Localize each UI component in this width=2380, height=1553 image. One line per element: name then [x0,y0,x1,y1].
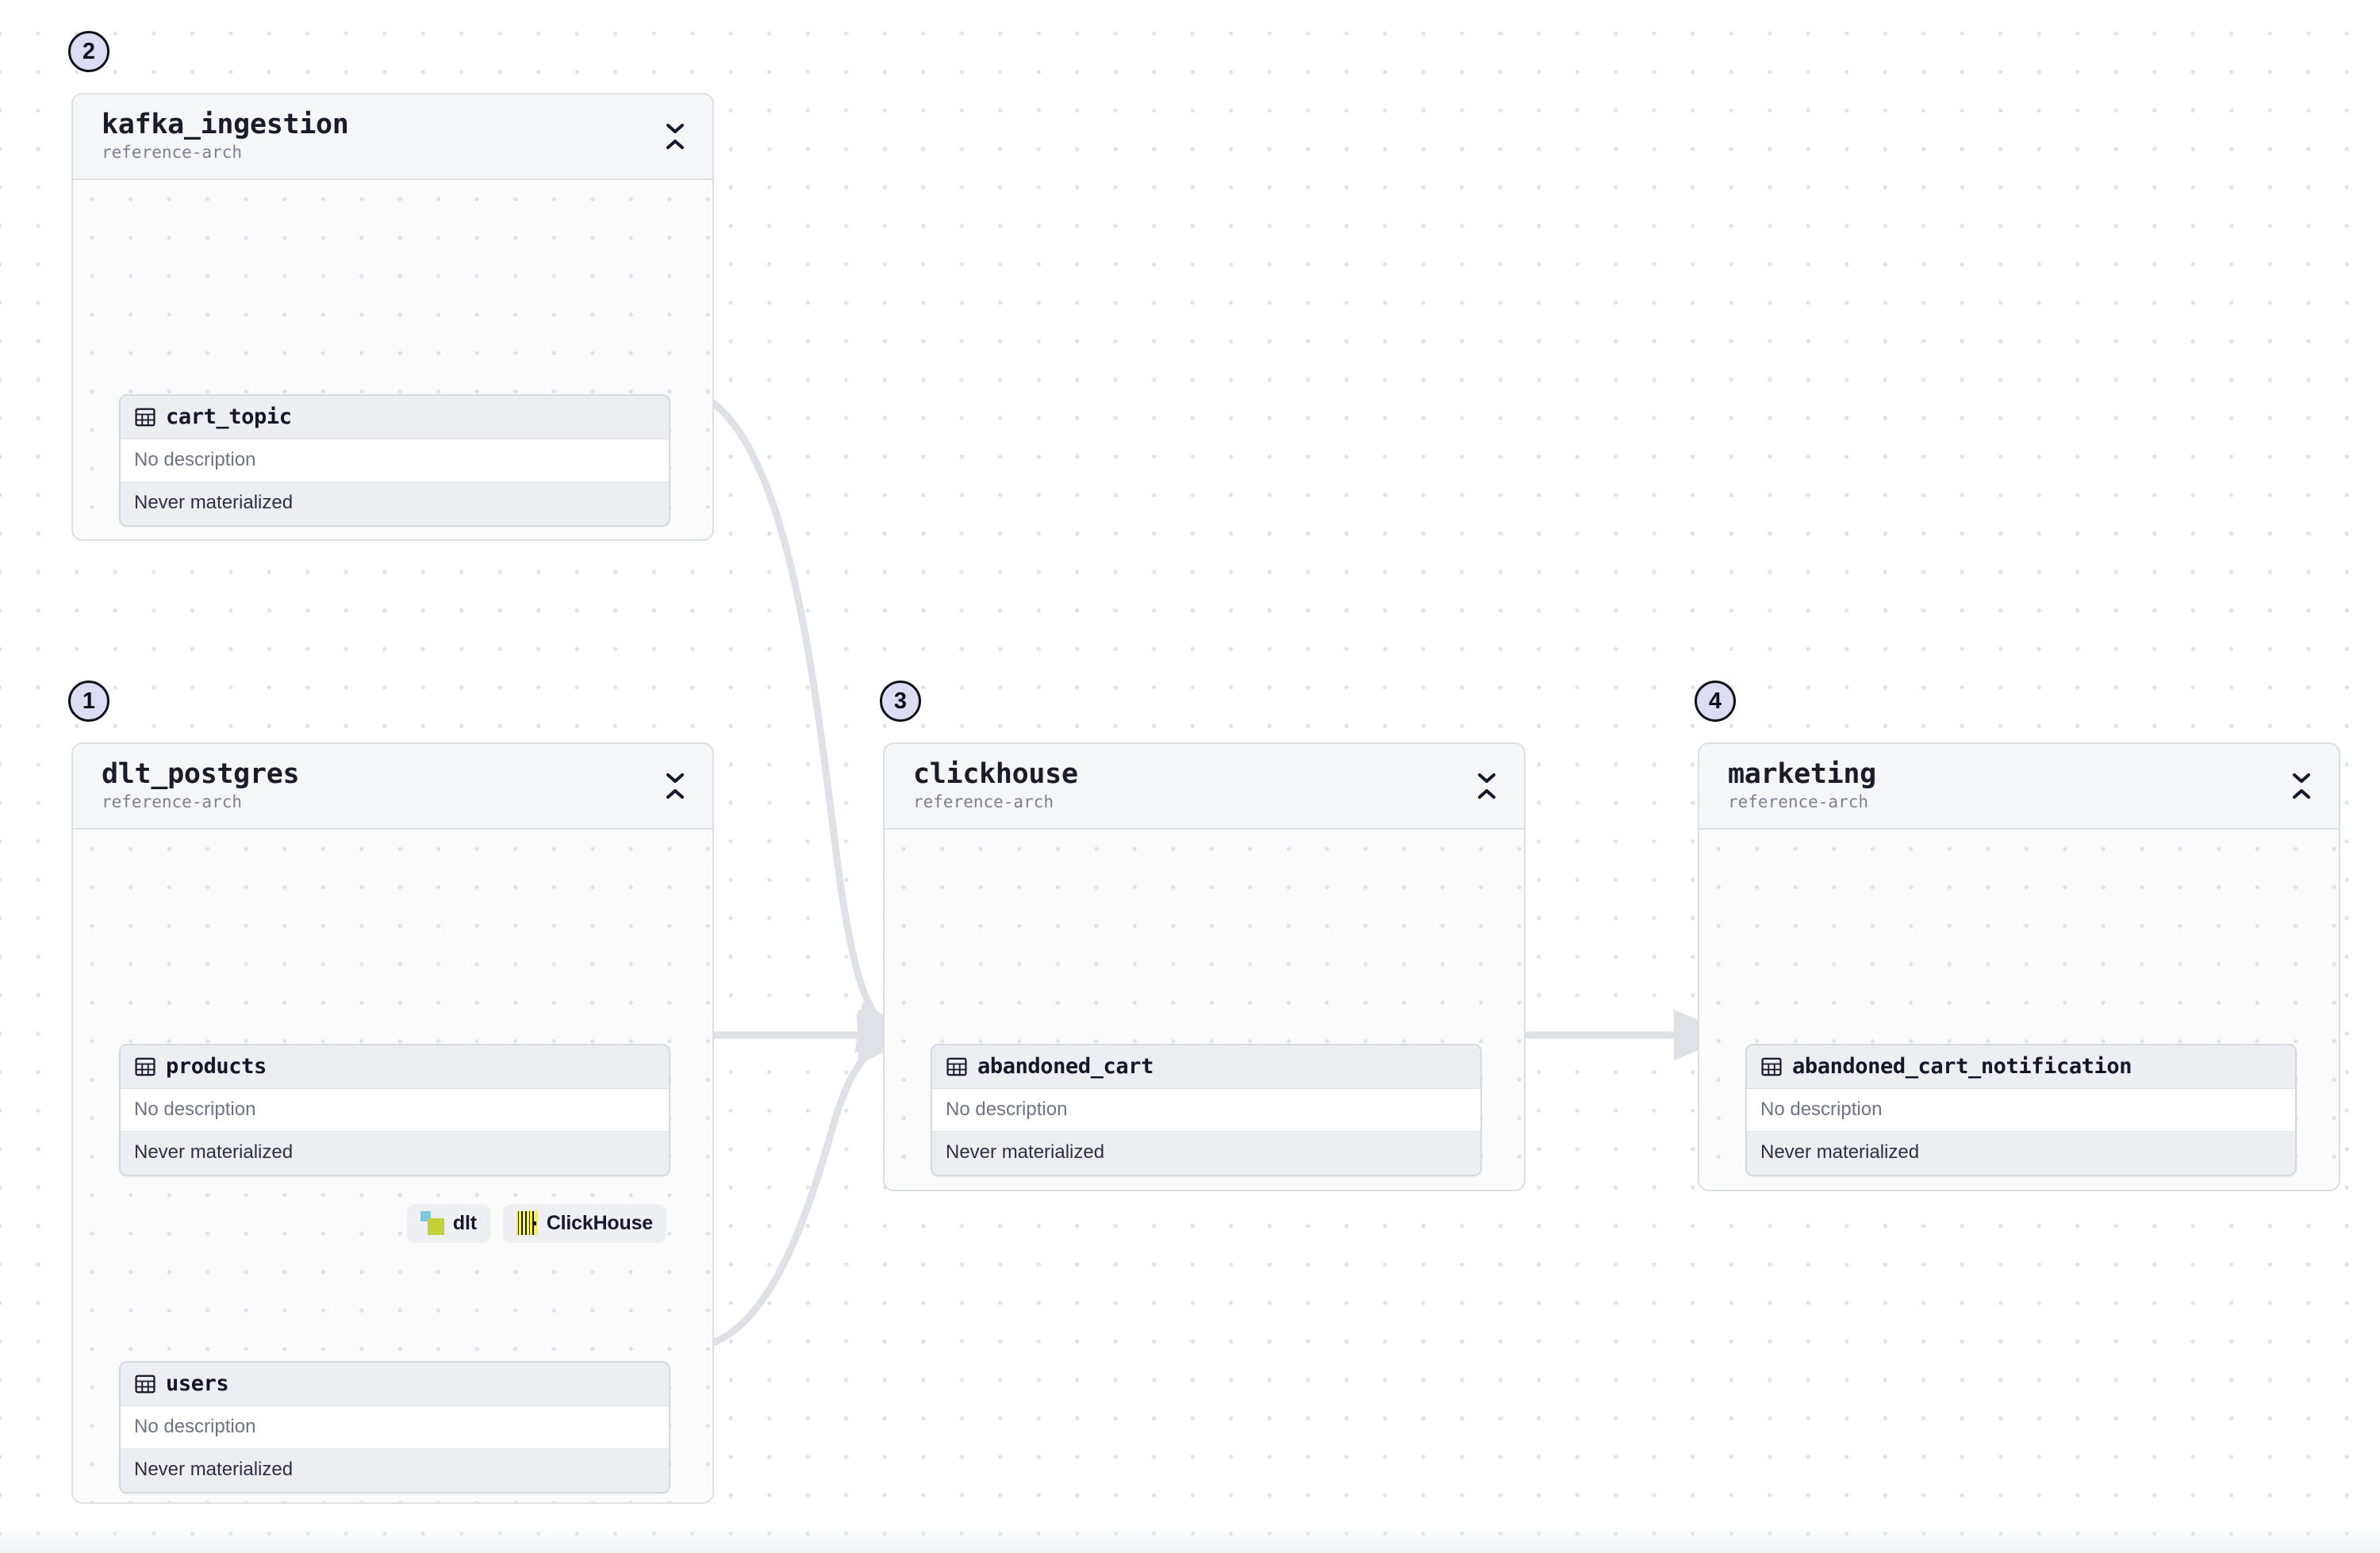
collapse-icon[interactable] [1476,773,1497,800]
table-node-materialization: Never materialized [932,1131,1480,1175]
table-node-header[interactable]: abandoned_cart [932,1045,1480,1089]
chevron-down-icon [1478,773,1495,783]
table-node-cart_topic[interactable]: cart_topic No description Never material… [119,394,670,527]
group-title-wrap: clickhouse reference-arch [913,758,1078,814]
table-node-description: No description [121,439,669,481]
table-icon [1761,1057,1782,1076]
table-icon [135,408,155,426]
table-node-abandoned_cart_notification[interactable]: abandoned_cart_notification No descripti… [1745,1044,2297,1176]
table-icon [135,1057,155,1076]
group-subtitle: reference-arch [102,143,243,163]
group-subtitle: reference-arch [913,792,1054,812]
edge-cart-topic-to-abandoned-cart [680,385,918,1053]
badge-clickhouse[interactable]: ClickHouse [502,1204,666,1243]
table-node-description: No description [121,1089,669,1131]
lineage-group-dlt_postgres[interactable]: dlt_postgres reference-arch products No [71,742,714,1504]
chevron-up-icon [666,140,684,149]
group-title: kafka_ingestion [102,109,349,141]
group-title-wrap: marketing reference-arch [1728,758,1876,814]
badge-row-products: dlt ClickHouse [406,1204,666,1243]
group-title: clickhouse [913,758,1078,791]
table-node-header[interactable]: abandoned_cart_notification [1747,1045,2295,1089]
chevron-down-icon [2293,773,2310,783]
lineage-group-marketing[interactable]: marketing reference-arch abandoned_cart_… [1698,742,2340,1191]
table-node-materialization: Never materialized [121,1448,669,1492]
badge-label: ClickHouse [546,1211,653,1234]
clickhouse-icon [516,1211,538,1235]
chevron-down-icon [666,124,684,133]
group-subtitle: reference-arch [102,792,243,812]
group-header-clickhouse[interactable]: clickhouse reference-arch [885,744,1524,830]
chevron-down-icon [666,773,684,783]
canvas-bottom-fade [0,1526,2380,1553]
table-icon [135,1375,155,1393]
step-badge-4: 4 [1695,681,1736,722]
table-node-materialization: Never materialized [1747,1131,2295,1175]
table-icon [946,1057,967,1076]
table-node-description: No description [932,1089,1480,1131]
step-badge-2: 2 [68,31,109,72]
table-node-header[interactable]: products [121,1045,669,1089]
table-node-header[interactable]: cart_topic [121,396,669,439]
dlt-icon [420,1211,444,1235]
table-node-title: products [166,1054,267,1079]
table-node-materialization: Never materialized [121,1131,669,1175]
collapse-icon[interactable] [665,773,685,800]
group-title: dlt_postgres [102,758,300,791]
table-node-title: abandoned_cart_notification [1792,1054,2132,1079]
table-node-products[interactable]: products No description Never materializ… [119,1044,670,1176]
table-node-title: users [166,1371,229,1396]
chevron-up-icon [2293,789,2310,799]
group-body: products No description Never materializ… [73,830,712,1502]
group-title: marketing [1728,758,1876,791]
collapse-icon[interactable] [2291,773,2312,800]
badge-label: dlt [452,1211,477,1234]
collapse-icon[interactable] [665,123,685,150]
table-node-title: abandoned_cart [977,1054,1154,1079]
group-header-kafka_ingestion[interactable]: kafka_ingestion reference-arch [73,94,712,180]
table-node-users[interactable]: users No description Never materialized [119,1361,670,1494]
step-badge-1: 1 [68,681,109,722]
badge-dlt[interactable]: dlt [406,1204,490,1243]
group-subtitle: reference-arch [1728,792,1869,812]
table-node-abandoned_cart[interactable]: abandoned_cart No description Never mate… [931,1044,1482,1176]
group-body: abandoned_cart_notification No descripti… [1699,830,2339,1190]
table-node-header[interactable]: users [121,1363,669,1406]
group-header-marketing[interactable]: marketing reference-arch [1699,744,2339,830]
group-body: abandoned_cart No description Never mate… [885,830,1524,1190]
step-badge-3: 3 [880,681,921,722]
table-node-title: cart_topic [166,405,292,429]
table-node-description: No description [121,1406,669,1448]
group-title-wrap: dlt_postgres reference-arch [102,758,300,814]
group-header-dlt_postgres[interactable]: dlt_postgres reference-arch [73,744,712,830]
lineage-group-clickhouse[interactable]: clickhouse reference-arch abandoned_cart [883,742,1526,1191]
table-node-materialization: Never materialized [121,481,669,525]
edge-users-to-abandoned-cart [680,1013,918,1352]
lineage-group-kafka_ingestion[interactable]: kafka_ingestion reference-arch cart_topi… [71,93,714,541]
group-title-wrap: kafka_ingestion reference-arch [102,109,349,164]
table-node-description: No description [1747,1089,2295,1131]
chevron-up-icon [1478,789,1495,799]
chevron-up-icon [666,789,684,799]
group-body: cart_topic No description Never material… [73,180,712,539]
